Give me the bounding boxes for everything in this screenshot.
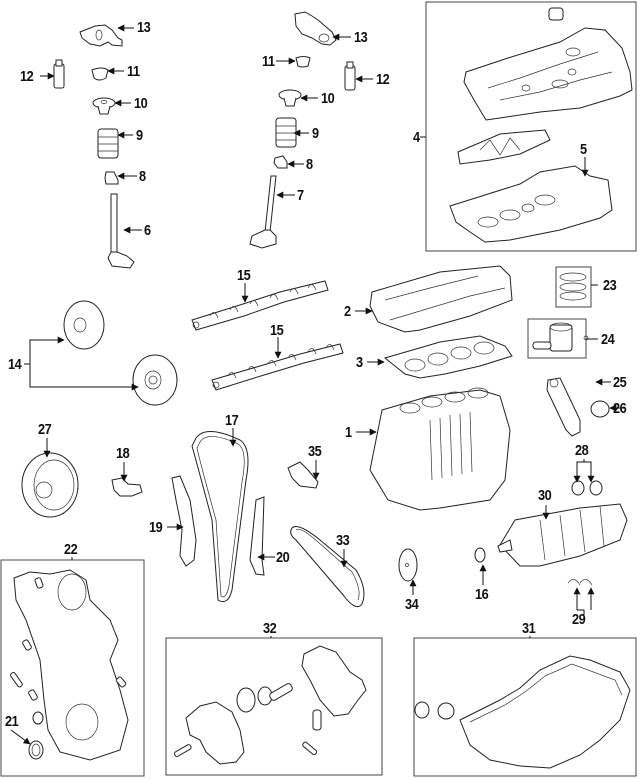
exhaust-valve-right <box>249 175 277 249</box>
oil-filler-cap <box>548 7 564 21</box>
callout-7[interactable]: 7 <box>297 187 304 204</box>
main-bearings <box>571 480 603 496</box>
callout-3[interactable]: 3 <box>356 354 363 371</box>
callout-28[interactable]: 28 <box>575 442 589 459</box>
timing-cover <box>10 569 129 761</box>
callout-24[interactable]: 24 <box>601 331 615 348</box>
callout-14[interactable]: 14 <box>8 356 22 373</box>
callout-30[interactable]: 30 <box>538 487 552 504</box>
piston-rings-box <box>555 266 592 308</box>
callout-11-right[interactable]: 11 <box>262 53 275 70</box>
crank-sprocket <box>474 547 486 563</box>
callout-9-right[interactable]: 9 <box>312 125 319 142</box>
baffle-plate <box>457 129 551 165</box>
leader-lines <box>10 24 624 745</box>
callout-18[interactable]: 18 <box>116 445 130 462</box>
camshaft-upper <box>191 280 329 331</box>
callout-26[interactable]: 26 <box>613 400 627 417</box>
valve-keeper-right <box>295 56 311 68</box>
callout-13-right[interactable]: 13 <box>354 29 368 46</box>
callout-19[interactable]: 19 <box>149 519 163 536</box>
timing-chain <box>191 431 249 603</box>
oil-pump <box>173 645 367 765</box>
chain-tensioner <box>111 477 143 497</box>
spring-retainer-left <box>92 97 116 115</box>
chain-guide <box>249 496 265 576</box>
engine-block <box>369 387 511 511</box>
callout-12-right[interactable]: 12 <box>376 71 390 88</box>
piston <box>532 322 589 352</box>
callout-20[interactable]: 20 <box>276 549 290 566</box>
callout-6[interactable]: 6 <box>144 222 151 239</box>
callout-35[interactable]: 35 <box>308 443 322 460</box>
valve-spring-right <box>275 117 297 148</box>
thrust-washers <box>567 579 593 586</box>
callout-8[interactable]: 8 <box>139 168 146 185</box>
valve-cover-gasket <box>449 165 613 243</box>
valve-stem-seal-left <box>104 171 119 185</box>
callout-5[interactable]: 5 <box>580 141 587 158</box>
callout-21[interactable]: 21 <box>5 713 19 730</box>
callout-15-upper[interactable]: 15 <box>237 267 251 284</box>
front-seal <box>28 740 44 760</box>
balance-chain <box>290 526 365 608</box>
intake-valve-left <box>107 193 135 269</box>
callout-25[interactable]: 25 <box>613 374 627 391</box>
rod-bearing <box>590 400 610 418</box>
balance-gear <box>398 548 418 582</box>
callout-32[interactable]: 32 <box>263 620 277 637</box>
callout-34[interactable]: 34 <box>405 596 419 613</box>
callout-17[interactable]: 17 <box>225 412 239 429</box>
callout-23[interactable]: 23 <box>603 277 617 294</box>
callout-29[interactable]: 29 <box>572 611 586 628</box>
callout-16[interactable]: 16 <box>475 586 489 603</box>
callout-10[interactable]: 10 <box>134 95 148 112</box>
cam-sprocket-upper <box>63 300 105 350</box>
callout-27[interactable]: 27 <box>38 421 52 438</box>
rocker-arm-left <box>79 24 123 47</box>
callout-1[interactable]: 1 <box>345 424 352 441</box>
head-gasket <box>383 335 513 379</box>
spring-retainer-right <box>278 89 302 107</box>
callout-33[interactable]: 33 <box>336 532 350 549</box>
cylinder-head <box>369 265 513 333</box>
lash-adjuster-right <box>344 61 356 91</box>
callout-15-lower[interactable]: 15 <box>270 322 284 339</box>
piston-rings <box>559 272 587 301</box>
oil-pump-box <box>165 637 383 776</box>
cam-sprocket-lower <box>132 354 178 406</box>
callout-22[interactable]: 22 <box>64 541 78 558</box>
tensioner-guide <box>171 475 197 567</box>
oil-pan <box>414 655 631 769</box>
callout-12[interactable]: 12 <box>20 68 34 85</box>
camshaft-lower <box>211 343 344 391</box>
valve-cover <box>463 27 633 121</box>
callout-9[interactable]: 9 <box>136 127 143 144</box>
valve-keeper-left <box>91 67 109 81</box>
valve-stem-seal-right <box>273 155 288 169</box>
valve-spring-left <box>97 128 119 159</box>
callout-13[interactable]: 13 <box>137 19 151 36</box>
crank-pulley <box>21 452 79 518</box>
callout-31[interactable]: 31 <box>522 620 536 637</box>
chain-guide-upper <box>287 461 319 489</box>
connecting-rod <box>546 377 581 437</box>
callout-2[interactable]: 2 <box>344 303 351 320</box>
callout-4[interactable]: 4 <box>413 129 420 146</box>
callout-10-right[interactable]: 10 <box>321 90 335 107</box>
callout-8-right[interactable]: 8 <box>306 156 313 173</box>
crankshaft <box>497 503 628 567</box>
lash-adjuster-left <box>53 59 65 89</box>
oil-pan-box <box>413 637 637 777</box>
valve-cover-box <box>425 1 637 252</box>
callout-11[interactable]: 11 <box>127 63 140 80</box>
rocker-arm-right <box>294 11 337 46</box>
